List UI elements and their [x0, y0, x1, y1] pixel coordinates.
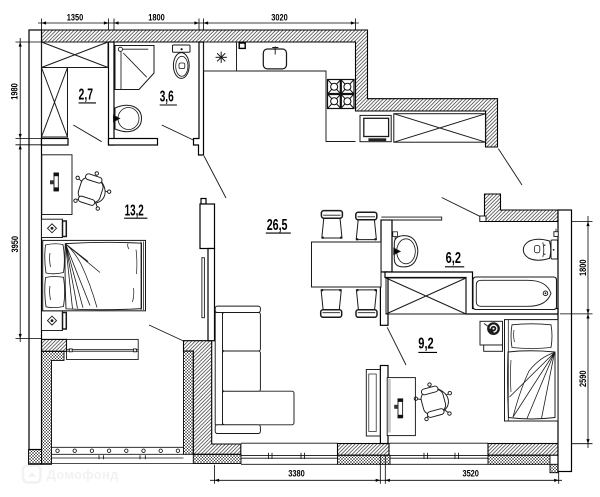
svg-text:1350: 1350: [67, 12, 84, 22]
svg-text:13,2: 13,2: [125, 203, 144, 220]
svg-text:1800: 1800: [578, 259, 588, 276]
svg-text:3380: 3380: [288, 469, 305, 479]
svg-text:2590: 2590: [578, 371, 588, 388]
svg-text:Домофонд: Домофонд: [47, 467, 120, 482]
svg-text:1800: 1800: [148, 12, 165, 22]
svg-text:26,5: 26,5: [267, 217, 288, 234]
svg-text:2,7: 2,7: [79, 87, 94, 104]
svg-text:6,2: 6,2: [446, 250, 461, 267]
svg-text:3,6: 3,6: [160, 89, 174, 106]
svg-text:9,2: 9,2: [418, 335, 433, 352]
svg-text:3950: 3950: [10, 236, 20, 253]
svg-text:1980: 1980: [9, 83, 19, 100]
svg-text:3520: 3520: [462, 469, 479, 479]
svg-text:3020: 3020: [271, 12, 288, 22]
